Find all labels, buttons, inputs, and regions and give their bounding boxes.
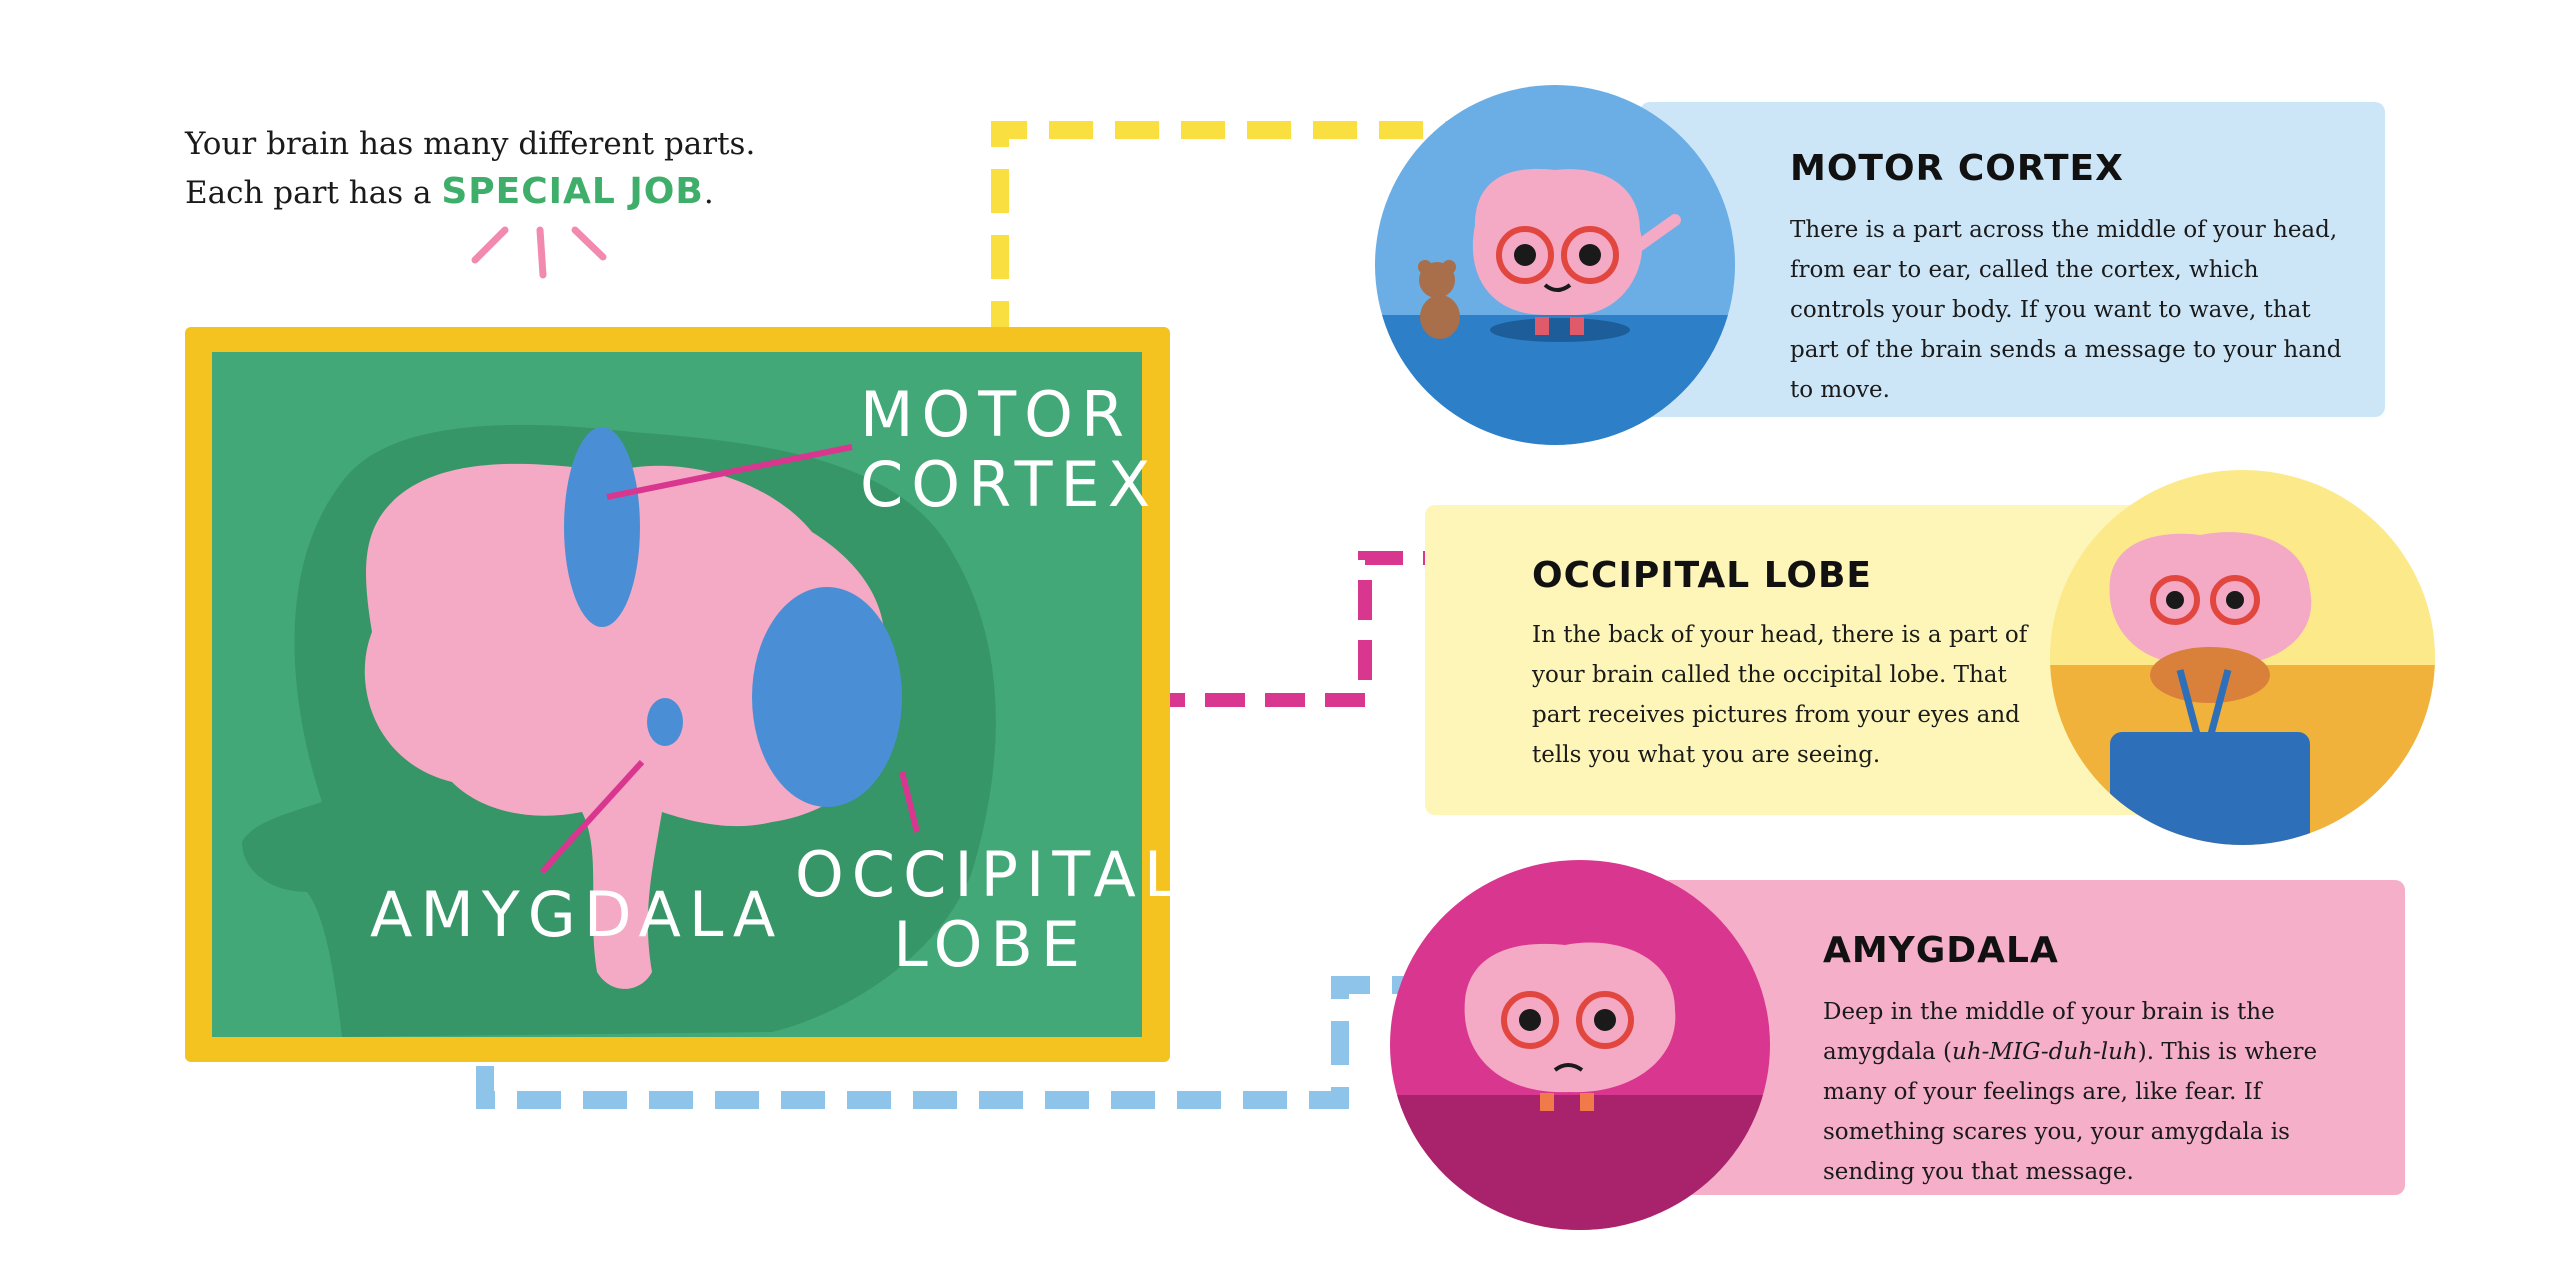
motor-cortex-illustration	[1375, 85, 1735, 445]
amygdala-title: AMYGDALA	[1823, 930, 2059, 971]
label-occipital-lobe: OCCIPITAL LOBE	[795, 838, 1187, 981]
brain-diagram	[242, 424, 996, 1037]
brain-shape	[364, 463, 885, 989]
intro-line-2-prefix: Each part has a	[185, 175, 432, 211]
motor-cortex-connector	[991, 121, 1475, 345]
amygdala-region	[647, 698, 683, 746]
brain-character-surprised	[2050, 532, 2435, 845]
amygdala-body-part-1: Deep in the middle of your brain is the …	[1823, 999, 2275, 1065]
motor-cortex-pointer	[606, 444, 853, 500]
brain-character-waving	[1375, 168, 1735, 445]
brain-character-worried	[1390, 942, 1770, 1230]
motor-cortex-body: There is a part across the middle of you…	[1790, 217, 2342, 403]
amygdala-pointer	[539, 759, 645, 875]
occipital-lobe-pointer	[899, 771, 920, 833]
motor-cortex-card	[1640, 102, 2385, 417]
label-amygdala: AMYGDALA	[370, 878, 784, 951]
intro-line-2: Each part has a SPECIAL JOB.	[185, 168, 885, 217]
occipital-lobe-body: In the back of your head, there is a par…	[1532, 622, 2028, 768]
occipital-lobe-region	[752, 587, 902, 807]
amygdala-card	[1660, 880, 2405, 1195]
special-job-highlight: SPECIAL JOB	[441, 171, 704, 212]
burst-icon	[471, 226, 607, 279]
amygdala-connector	[476, 976, 1450, 1109]
occipital-lobe-title: OCCIPITAL LOBE	[1532, 555, 1873, 596]
amygdala-pronunciation: uh-MIG-duh-luh	[1952, 1039, 2138, 1065]
intro-text: Your brain has many different parts. Eac…	[185, 120, 885, 217]
occipital-lobe-illustration	[2050, 470, 2435, 845]
amygdala-body: Deep in the middle of your brain is the …	[1823, 992, 2383, 1192]
intro-line-1: Your brain has many different parts.	[185, 126, 756, 162]
motor-cortex-title: MOTOR CORTEX	[1790, 148, 2124, 189]
teddy-bear-icon	[1418, 260, 1460, 339]
amygdala-body-part-2: ). This is where many of your feelings a…	[1823, 1039, 2318, 1185]
motor-cortex-region	[564, 427, 640, 627]
intro-line-2-suffix: .	[703, 175, 714, 211]
label-motor-cortex: MOTOR CORTEX	[860, 378, 1159, 521]
amygdala-illustration	[1390, 860, 1770, 1230]
